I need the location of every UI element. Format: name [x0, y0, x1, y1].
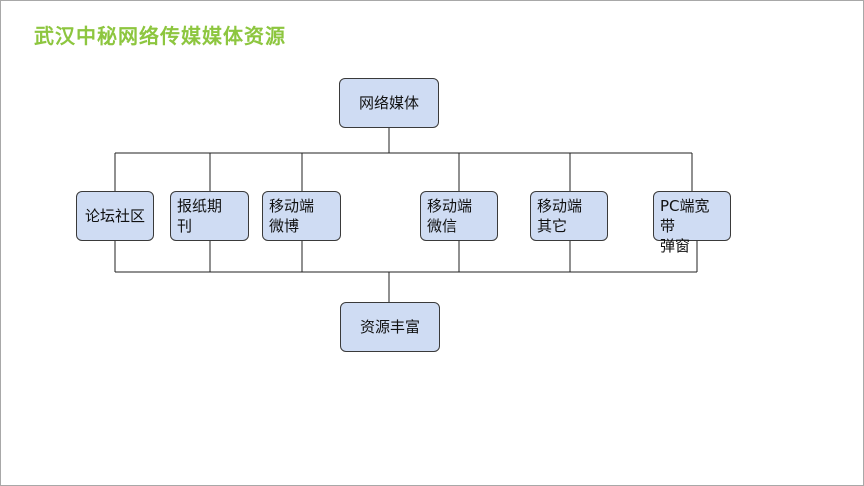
channel-label: PC端宽带 弹窗 [660, 197, 710, 255]
channel-label: 移动端 其它 [537, 197, 583, 235]
channel-node-forum: 论坛社区 [76, 191, 154, 241]
channel-node-mobile-wechat: 移动端 微信 [420, 191, 498, 241]
channel-node-mobile-weibo: 移动端 微博 [262, 191, 341, 241]
result-node: 资源丰富 [340, 302, 440, 352]
channel-label: 移动端 微信 [427, 197, 473, 235]
channel-label: 报纸期 刊 [177, 197, 223, 235]
channel-label: 论坛社区 [84, 207, 145, 225]
channel-node-newspaper: 报纸期 刊 [170, 191, 249, 241]
channel-label: 移动端 微博 [269, 197, 315, 235]
channel-node-mobile-other: 移动端 其它 [530, 191, 608, 241]
root-node: 网络媒体 [339, 78, 439, 128]
page-title: 武汉中秘网络传媒媒体资源 [34, 24, 286, 48]
root-node-label: 网络媒体 [358, 94, 419, 112]
channel-node-pc-popup: PC端宽带 弹窗 [653, 191, 731, 255]
result-node-label: 资源丰富 [359, 318, 420, 336]
